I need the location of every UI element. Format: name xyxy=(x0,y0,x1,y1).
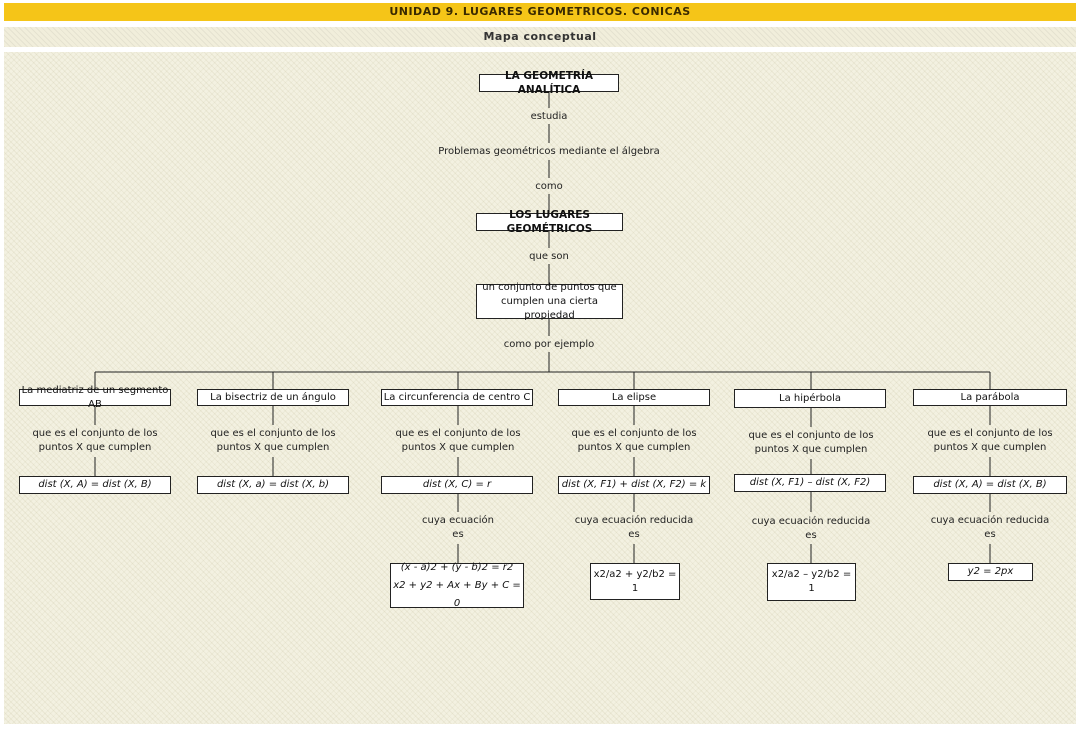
eq-link-parabola: cuya ecuación reducida es xyxy=(931,514,1050,542)
eq-link-line-2: es xyxy=(628,529,640,540)
condition-line-2: puntos X que cumplen xyxy=(577,442,691,453)
condition-line-2: puntos X que cumplen xyxy=(933,442,1047,453)
condition-line-1: que es el conjunto de los xyxy=(571,428,697,439)
condition-label-parabola: que es el conjunto de los puntos X que cu… xyxy=(927,427,1052,455)
condition-line-1: que es el conjunto de los xyxy=(210,428,336,439)
eq-link-line-2: es xyxy=(805,530,817,541)
definition-line-1: un conjunto de puntos que xyxy=(482,281,617,293)
eq-link-circunferencia: cuya ecuación es xyxy=(422,514,494,542)
eq-link-line-2: es xyxy=(984,529,996,540)
condition-label-hiperbola: que es el conjunto de los puntos X que cu… xyxy=(748,429,873,457)
property-bisectriz-box: dist (X, a) = dist (X, b) xyxy=(197,476,349,494)
eq-link-line-2: es xyxy=(452,529,464,540)
equation-circunferencia-line-1: (x - a)2 + (y - b)2 = r2 xyxy=(400,561,514,573)
condition-label-mediatriz: que es el conjunto de los puntos X que cu… xyxy=(32,427,157,455)
eq-link-line-1: cuya ecuación reducida xyxy=(574,515,694,526)
condition-label-elipse: que es el conjunto de los puntos X que cu… xyxy=(571,427,696,455)
eq-link-line-1: cuya ecuación xyxy=(422,515,494,526)
condition-line-1: que es el conjunto de los xyxy=(927,428,1053,439)
branch-elipse-box: La elipse xyxy=(558,389,710,406)
concept-map-panel xyxy=(4,52,1076,724)
branch-bisectriz-box: La bisectriz de un ángulo xyxy=(197,389,349,406)
condition-line-2: puntos X que cumplen xyxy=(38,442,152,453)
eq-link-line-1: cuya ecuación reducida xyxy=(930,515,1050,526)
property-circunferencia-box: dist (X, C) = r xyxy=(381,476,533,494)
branch-circunferencia-box: La circunferencia de centro C xyxy=(381,389,533,406)
equation-elipse-box: x2/a2 + y2/b2 = 1 xyxy=(590,563,680,600)
eq-link-line-1: cuya ecuación reducida xyxy=(751,516,871,527)
loci-concept-box: LOS LUGARES GEOMÉTRICOS xyxy=(476,209,623,235)
link-studies: estudia xyxy=(530,111,568,122)
link-as: como xyxy=(535,181,563,192)
link-which-are: que son xyxy=(529,251,569,262)
link-for-example: como por ejemplo xyxy=(503,339,595,350)
condition-label-circunferencia: que es el conjunto de los puntos X que cu… xyxy=(395,427,520,455)
equation-parabola-box: y2 = 2px xyxy=(948,563,1033,581)
definition-line-2: cumplen una cierta propiedad xyxy=(501,295,598,321)
eq-link-hiperbola: cuya ecuación reducida es xyxy=(752,515,871,543)
equation-circunferencia-box: (x - a)2 + (y - b)2 = r2 x2 + y2 + Ax + … xyxy=(390,562,524,609)
condition-line-1: que es el conjunto de los xyxy=(395,428,521,439)
subtitle-bar: Mapa conceptual xyxy=(4,27,1076,47)
condition-line-1: que es el conjunto de los xyxy=(748,430,874,441)
branch-mediatriz-box: La mediatriz de un segmento AB xyxy=(19,385,171,410)
eq-link-elipse: cuya ecuación reducida es xyxy=(575,514,694,542)
property-elipse-box: dist (X, F1) + dist (X, F2) = k xyxy=(558,476,710,494)
branch-hiperbola-box: La hipérbola xyxy=(734,389,886,408)
property-hiperbola-box: dist (X, F1) – dist (X, F2) xyxy=(734,474,886,492)
condition-line-2: puntos X que cumplen xyxy=(401,442,515,453)
equation-circunferencia-line-2: x2 + y2 + Ax + By + C = 0 xyxy=(393,579,521,609)
condition-line-1: que es el conjunto de los xyxy=(32,428,158,439)
top-concept-box: LA GEOMETRÍA ANALÍTICA xyxy=(479,70,619,96)
branch-parabola-box: La parábola xyxy=(913,389,1067,406)
problems-text: Problemas geométricos mediante el álgebr… xyxy=(438,146,660,157)
property-parabola-box: dist (X, A) = dist (X, B) xyxy=(913,476,1067,494)
condition-line-2: puntos X que cumplen xyxy=(754,444,868,455)
unit-title-bar: UNIDAD 9. LUGARES GEOMETRICOS. CONICAS xyxy=(4,3,1076,21)
definition-box: un conjunto de puntos que cumplen una ci… xyxy=(476,281,623,321)
property-mediatriz-box: dist (X, A) = dist (X, B) xyxy=(19,476,171,494)
condition-line-2: puntos X que cumplen xyxy=(216,442,330,453)
equation-hiperbola-box: x2/a2 – y2/b2 = 1 xyxy=(767,563,856,601)
condition-label-bisectriz: que es el conjunto de los puntos X que cu… xyxy=(210,427,335,455)
